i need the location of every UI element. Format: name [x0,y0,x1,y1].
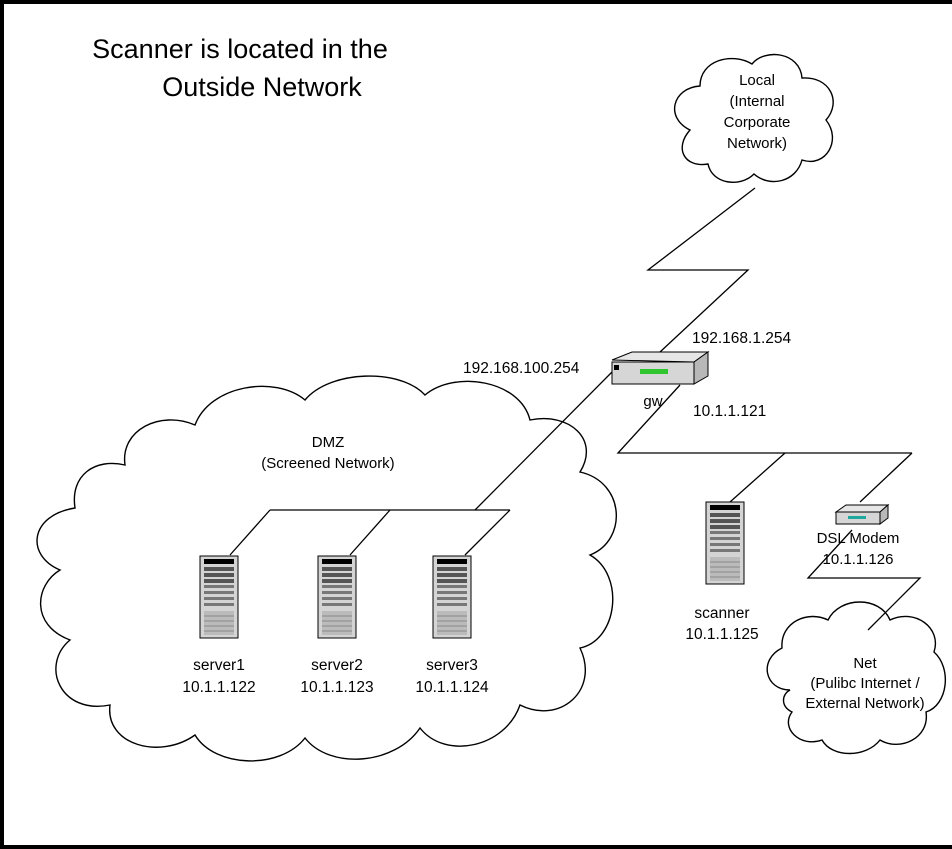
net-cloud-label-3: External Network) [805,695,924,712]
link-gw-outside [616,384,912,454]
net-cloud [766,601,946,755]
local-cloud-label-4: Network) [727,135,787,152]
gw-ip-local: 192.168.1.254 [692,330,792,347]
link-bus-server1 [229,509,271,556]
local-cloud [673,53,834,183]
gw-name: gw [643,393,662,410]
server3-ip: 10.1.1.124 [415,679,489,696]
scanner-ip: 10.1.1.125 [685,626,758,643]
server2-name: server2 [311,657,363,674]
link-bus-server3 [464,509,511,556]
net-cloud-label-1: Net [853,655,877,672]
dmz-cloud-label-2: (Screened Network) [261,455,394,472]
local-cloud-label-3: Corporate [724,114,791,131]
server1-name: server1 [193,657,245,674]
gw-ip-dmz: 192.168.100.254 [463,360,580,377]
server-tower-icon [705,501,745,585]
server1-ip: 10.1.1.122 [182,679,255,696]
link-bus-server2 [349,509,391,556]
link-local-gw [646,187,756,353]
link-outside-dsl [859,452,913,503]
server3-name: server3 [426,657,478,674]
local-cloud-label-2: (Internal [729,93,784,110]
diagram-title-line2: Outside Network [162,72,362,102]
dsl-modem-name: DSL Modem [817,530,900,547]
dsl-modem-ip: 10.1.1.126 [823,551,894,568]
server-tower-icon [199,555,239,639]
local-cloud-label-1: Local [739,72,775,89]
server2-ip: 10.1.1.123 [300,679,373,696]
link-dsl-net [806,529,922,631]
net-cloud-label-2: (Pulibc Internet / [810,675,920,692]
link-outside-scanner [729,452,786,503]
link-gw-dmz [474,371,613,511]
diagram-title-line1: Scanner is located in the [92,34,388,64]
router-icon [611,351,710,385]
server-tower-icon [432,555,472,639]
dmz-cloud-label-1: DMZ [312,434,345,451]
gw-ip-outside: 10.1.1.121 [693,403,766,420]
modem-icon [834,503,890,525]
server-tower-icon [317,555,357,639]
scanner-name: scanner [694,605,749,622]
